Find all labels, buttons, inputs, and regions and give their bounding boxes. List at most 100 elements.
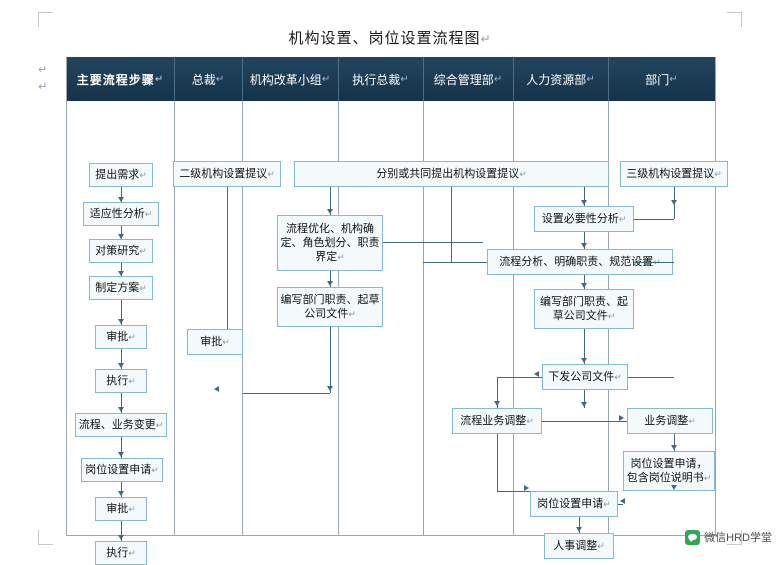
connector-arrow [670, 200, 677, 205]
flow-box-issue-company-doc: 下发公司文件↵ [542, 364, 628, 390]
connector-line [584, 329, 585, 364]
connector-arrow [326, 386, 333, 391]
connector-arrow [580, 200, 587, 205]
crop-mark-top-right [727, 12, 742, 27]
header-separator [242, 57, 243, 101]
flow-box-make-plan: 制定方案↵ [89, 276, 153, 300]
flow-box-business-adjust: 业务调整↵ [627, 408, 713, 434]
connector-line [542, 421, 627, 422]
connector-line [121, 226, 122, 239]
connector-line [497, 434, 498, 491]
flow-box-process-business-adjust: 流程业务调整↵ [452, 408, 542, 434]
connector-line [584, 187, 585, 206]
connector-arrow [117, 491, 124, 496]
column-separator [242, 101, 243, 535]
connector-line [579, 517, 580, 533]
connector-line [634, 262, 674, 263]
header-separator [423, 57, 424, 101]
connector-line [628, 377, 674, 378]
column-separator [513, 101, 514, 535]
connector-arrow [117, 452, 124, 457]
connector-arrow [670, 445, 677, 450]
flow-box-execute-1: 执行↵ [95, 369, 147, 393]
connector-arrow [523, 485, 529, 491]
connector-line [121, 349, 122, 369]
connector-line [121, 437, 122, 458]
connector-line [243, 393, 330, 394]
flow-box-joint-org-proposal: 分别或共同提出机构设置提议↵ [294, 161, 609, 187]
flowchart-column-header-6: 人力资源部↵ [526, 72, 595, 87]
connector-line [330, 271, 331, 287]
flow-box-personnel-adjust: 人事调整↵ [544, 533, 614, 559]
flow-box-process-analysis-duties: 流程分析、明确职责、规范设置↵ [487, 249, 673, 275]
connector-arrow [117, 407, 124, 412]
connector-line [121, 393, 122, 413]
paragraph-mark: ↵ [38, 81, 48, 93]
connector-arrow [117, 319, 124, 324]
connector-arrow [213, 386, 219, 392]
connector-arrow [580, 402, 587, 407]
flow-box-post-setting-application-hr: 岗位设置申请↵ [530, 491, 618, 517]
paragraph-mark: ↵ [38, 64, 48, 76]
header-separator [608, 57, 609, 101]
connector-arrow [580, 358, 587, 363]
connector-arrow [117, 197, 124, 202]
connector-arrow [619, 498, 625, 504]
watermark: 微信HRD学堂 [685, 529, 772, 545]
flow-box-post-setting-application: 岗位设置申请↵ [81, 458, 163, 482]
connector-line [121, 300, 122, 325]
connector-line [584, 275, 585, 289]
flow-box-secondary-org-proposal: 二级机构设置提议↵ [173, 161, 281, 187]
connector-arrow [117, 535, 124, 540]
connector-line [618, 504, 623, 505]
connector-arrow [670, 485, 677, 490]
flow-box-propose-requirement: 提出需求↵ [89, 163, 153, 187]
connector-arrow [493, 401, 500, 406]
column-separator [423, 101, 424, 535]
flow-box-countermeasure-study: 对策研究↵ [89, 239, 153, 263]
connector-arrow [533, 371, 539, 377]
flow-box-approval-1: 审批↵ [95, 325, 147, 349]
flow-box-necessity-analysis: 设置必要性分析↵ [534, 206, 634, 232]
flowchart-diagram: 主要流程步骤↵总裁↵机构改革小组↵执行总裁↵综合管理部↵人力资源部↵部门↵提出需… [66, 57, 728, 565]
connector-arrow [580, 243, 587, 248]
crop-mark-bottom-left [38, 530, 53, 545]
flowchart-column-header-4: 执行总裁↵ [352, 72, 409, 87]
wechat-icon [685, 529, 701, 545]
connector-line [584, 232, 585, 249]
connector-arrow [580, 283, 587, 288]
crop-mark-bottom-right [727, 530, 742, 545]
flow-box-third-level-org-proposal: 三级机构设置提议↵ [620, 161, 728, 187]
page-title-text: 机构设置、岗位设置流程图 [288, 30, 481, 47]
connector-line [584, 390, 585, 408]
watermark-label: 微信HRD学堂 [704, 532, 772, 544]
flowchart-column-header-1: 主要流程步骤↵ [76, 72, 165, 87]
header-separator [338, 57, 339, 101]
connector-line [121, 263, 122, 276]
flow-box-suitability-analysis: 适应性分析↵ [83, 202, 159, 226]
connector-arrow [117, 363, 124, 368]
flow-box-write-dept-duties: 编写部门职责、起草公司文件↵ [277, 287, 383, 327]
connector-line [121, 521, 122, 541]
connector-line [634, 219, 674, 220]
connector-line [497, 491, 530, 492]
connector-arrow [117, 234, 124, 239]
connector-arrow [618, 415, 624, 421]
connector-line [383, 242, 483, 243]
connector-line [674, 434, 675, 451]
connector-arrow [326, 209, 333, 214]
flow-box-post-setting-application-manual: 岗位设置申请，包含岗位说明书↵ [623, 451, 715, 491]
flowchart-column-header-3: 机构改革小组↵ [249, 72, 331, 87]
header-separator [513, 57, 514, 101]
flowchart-column-header-7: 部门↵ [645, 72, 678, 87]
flow-box-write-dept-duties-hr: 编写部门职责、起草公司文件↵ [534, 289, 634, 329]
connector-line [227, 187, 228, 329]
flowchart-header-band [67, 57, 715, 101]
flow-box-approval-2: 审批↵ [95, 497, 147, 521]
page-title: 机构设置、岗位设置流程图↵ [0, 27, 780, 48]
connector-line [451, 187, 452, 262]
column-separator [174, 101, 175, 535]
title-paragraph-mark: ↵ [480, 32, 492, 46]
flow-box-execute-2: 执行↵ [95, 541, 147, 565]
connector-arrow [575, 527, 582, 532]
